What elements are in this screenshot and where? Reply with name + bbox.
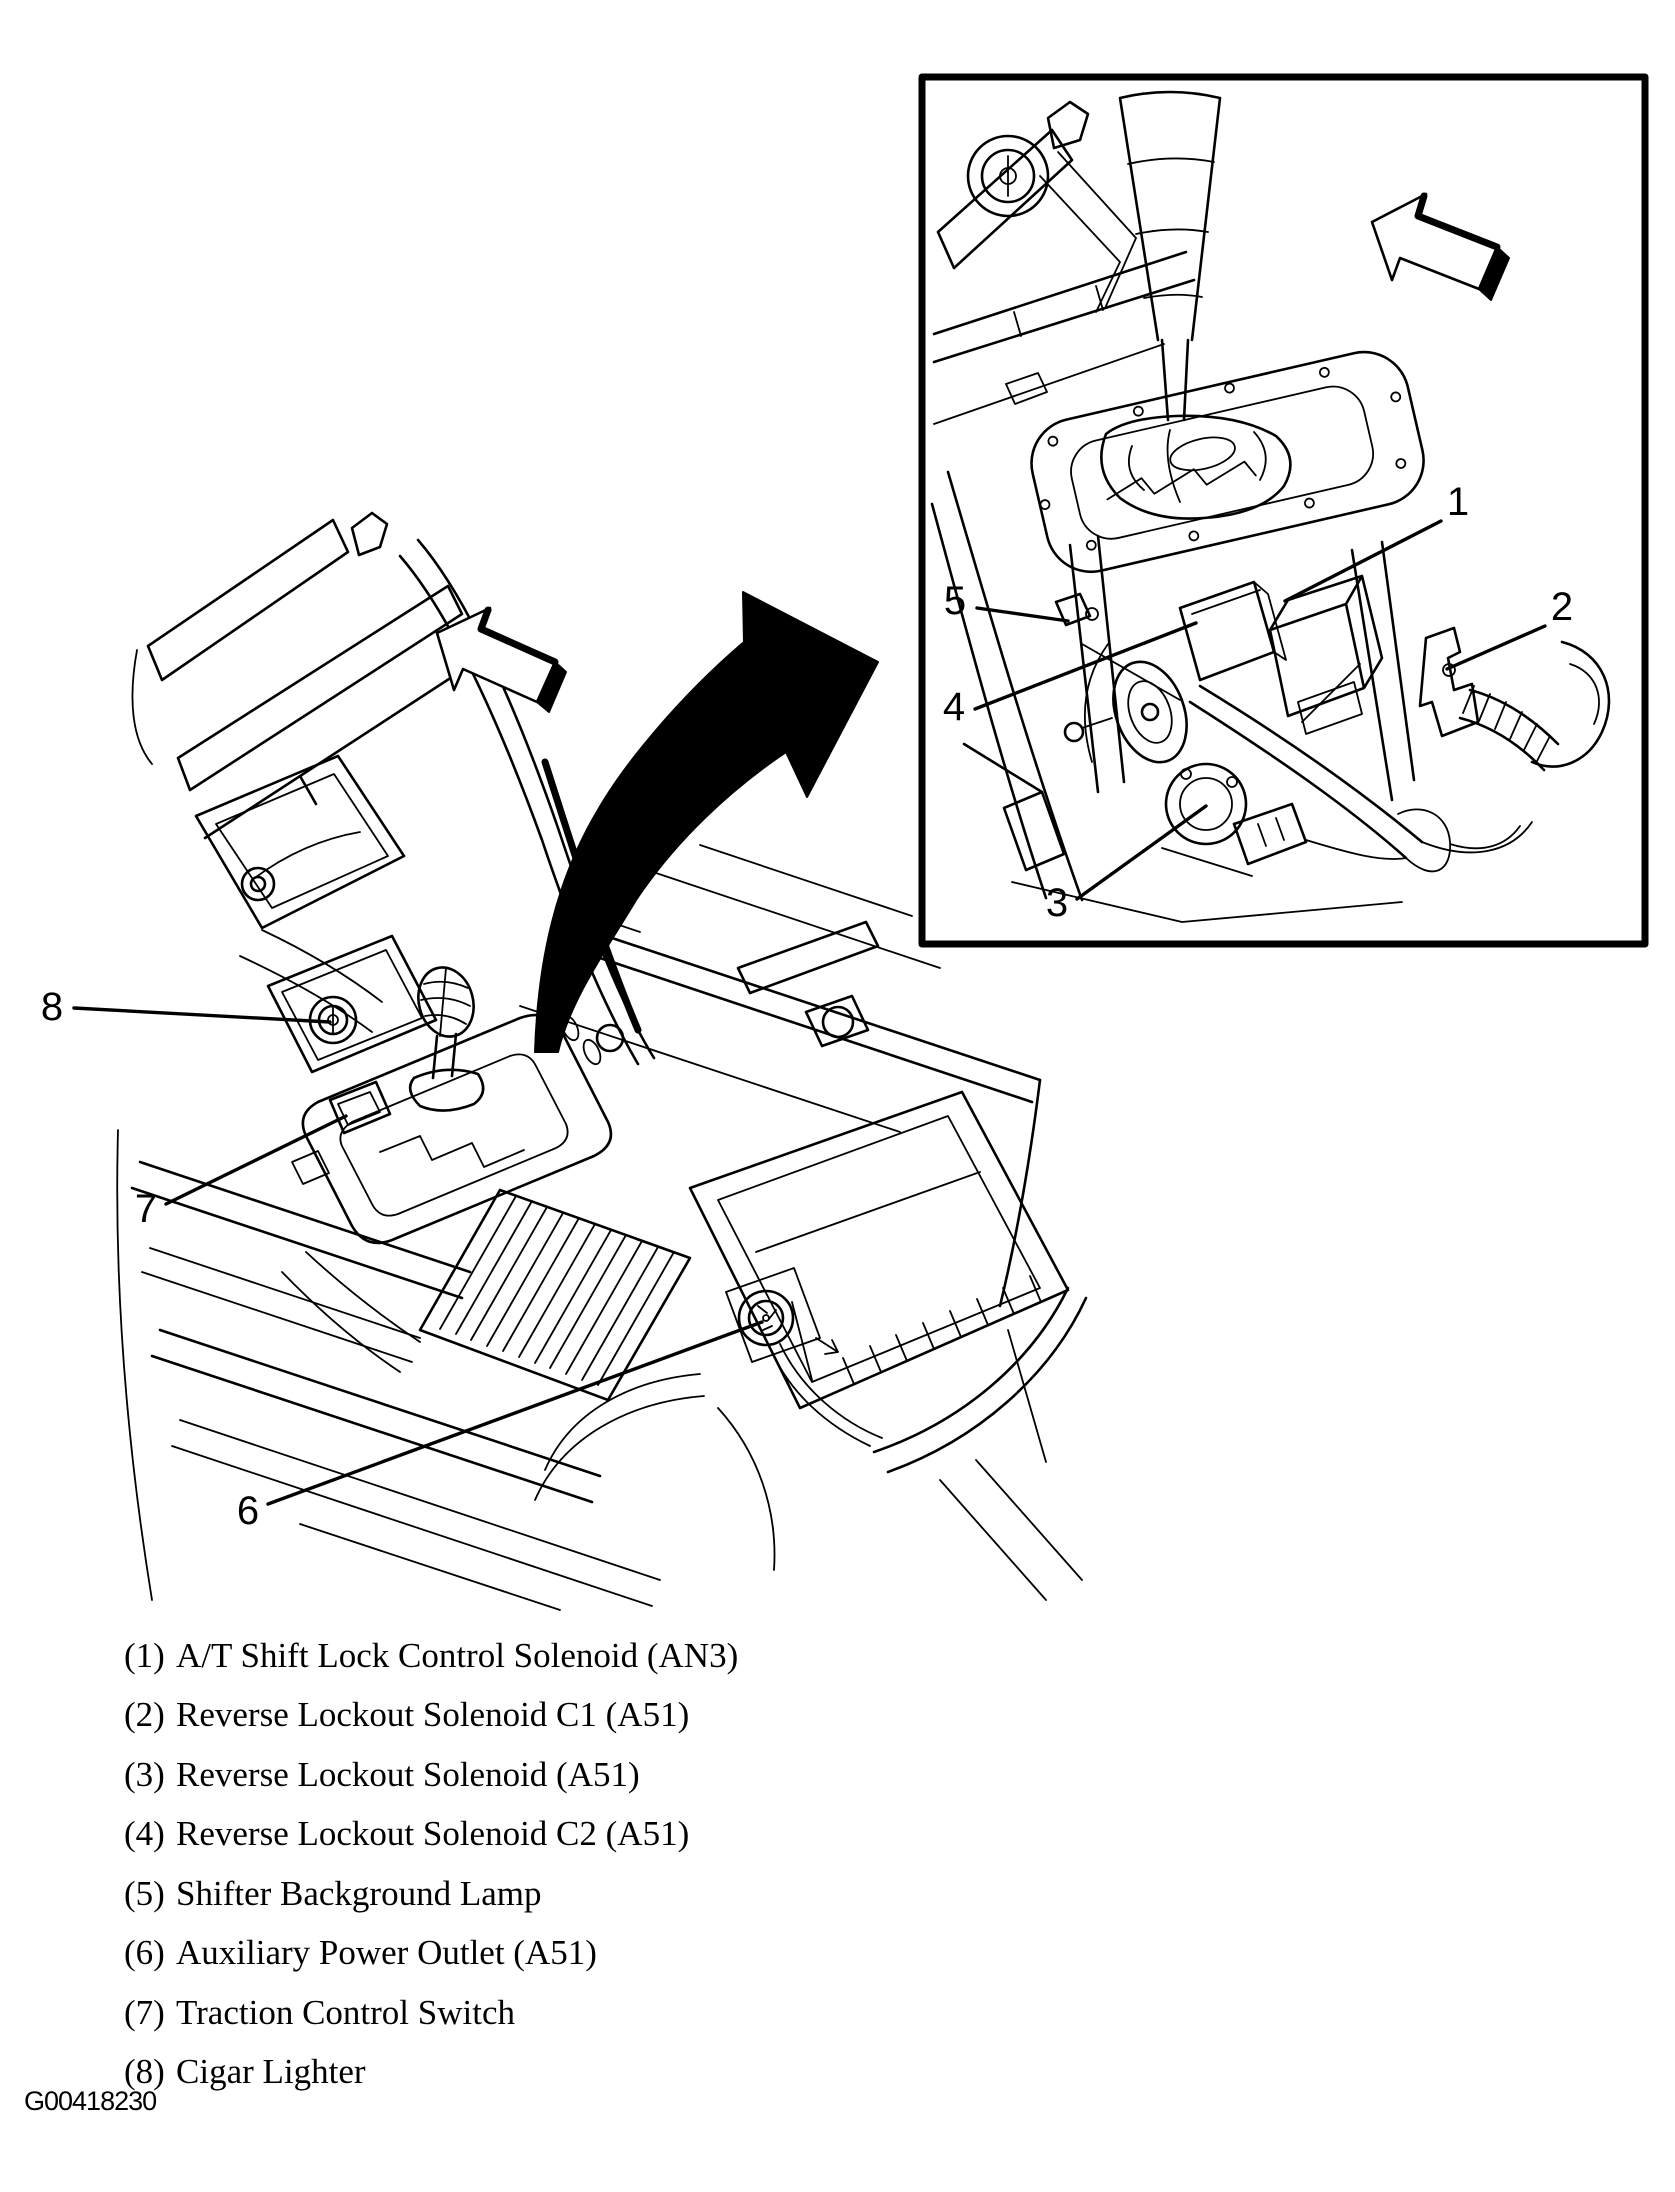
legend-item-3: (3) Reverse Lockout Solenoid (A51) <box>124 1745 738 1805</box>
legend-item-5: (5) Shifter Background Lamp <box>124 1864 738 1924</box>
legend-number: (2) <box>124 1695 165 1735</box>
legend-label: Traction Control Switch <box>176 1992 515 2032</box>
legend-number: (1) <box>124 1635 165 1675</box>
connector-c1-art <box>1418 626 1560 772</box>
legend-label: Reverse Lockout Solenoid C2 (A51) <box>176 1814 690 1854</box>
shift-lever-art <box>1100 90 1292 520</box>
legend-item-1: (1) A/T Shift Lock Control Solenoid (AN3… <box>124 1626 738 1686</box>
callout-leader-8 <box>72 1006 332 1024</box>
legend-number: (3) <box>124 1754 165 1794</box>
callout-leader-1 <box>1283 519 1443 603</box>
legend-number: (7) <box>124 1992 165 2032</box>
legend-label: Cigar Lighter <box>176 2052 366 2092</box>
callout-4: 4 <box>943 685 965 729</box>
legend-label: Auxiliary Power Outlet (A51) <box>176 1933 597 1973</box>
callout-8: 8 <box>41 985 63 1029</box>
callout-7: 7 <box>135 1187 157 1231</box>
direction-arrow-inset-icon <box>1370 192 1510 301</box>
zoom-arrow-icon <box>534 591 879 1053</box>
callout-6: 6 <box>237 1489 259 1533</box>
floor-pan-art <box>116 844 1083 1611</box>
aux-power-outlet-art <box>737 1289 795 1347</box>
inset-view: 1 2 3 4 5 <box>918 73 1649 948</box>
shifter-assembly-drawing <box>930 90 1611 923</box>
legend-label: Reverse Lockout Solenoid (A51) <box>176 1754 640 1794</box>
legend-item-7: (7) Traction Control Switch <box>124 1983 738 2043</box>
legend-number: (4) <box>124 1814 165 1854</box>
callout-1: 1 <box>1447 480 1469 524</box>
legend-item-4: (4) Reverse Lockout Solenoid C2 (A51) <box>124 1805 738 1865</box>
legend-label: A/T Shift Lock Control Solenoid (AN3) <box>176 1635 739 1675</box>
inset-border <box>918 73 1649 948</box>
callout-leader-3 <box>1075 804 1208 901</box>
legend-number: (6) <box>124 1933 165 1973</box>
callout-leader-4 <box>973 621 1198 711</box>
inset-callouts: 1 2 3 4 5 <box>943 480 1573 925</box>
legend: (1) A/T Shift Lock Control Solenoid (AN3… <box>124 1626 738 2102</box>
callout-leader-5 <box>975 606 1070 623</box>
legend-label: Shifter Background Lamp <box>176 1873 542 1913</box>
console-bin-art <box>688 1090 1088 1571</box>
reverse-lockout-solenoid-art <box>1161 762 1308 877</box>
main-view-drawing: 8 7 6 <box>41 511 1088 1611</box>
callout-3: 3 <box>1046 881 1068 925</box>
console-frame-art <box>131 511 656 1066</box>
callout-5: 5 <box>944 579 966 623</box>
legend-item-8: (8) Cigar Lighter <box>124 2043 738 2103</box>
legend-number: (8) <box>124 2052 165 2092</box>
legend-number: (5) <box>124 1873 165 1913</box>
callout-2: 2 <box>1551 585 1573 629</box>
shift-lock-solenoid-art <box>1268 574 1384 735</box>
shift-knob-art <box>408 966 485 1112</box>
callout-leader-2 <box>1445 624 1547 671</box>
callout-leader-7 <box>164 1114 348 1206</box>
main-callouts: 8 7 6 <box>41 985 764 1533</box>
traction-control-switch-art <box>328 1080 392 1135</box>
legend-item-6: (6) Auxiliary Power Outlet (A51) <box>124 1924 738 1984</box>
shifter-gate-plate-art <box>291 1013 613 1245</box>
callout-leader-6 <box>266 1320 764 1506</box>
shifter-base-plate-art <box>1030 350 1425 574</box>
legend-label: Reverse Lockout Solenoid C1 (A51) <box>176 1695 690 1735</box>
legend-item-2: (2) Reverse Lockout Solenoid C1 (A51) <box>124 1686 738 1746</box>
ribbed-mat-art <box>418 1188 692 1402</box>
direction-arrow-main-icon <box>435 606 567 713</box>
figure-id: G00418230 <box>24 2086 157 2116</box>
